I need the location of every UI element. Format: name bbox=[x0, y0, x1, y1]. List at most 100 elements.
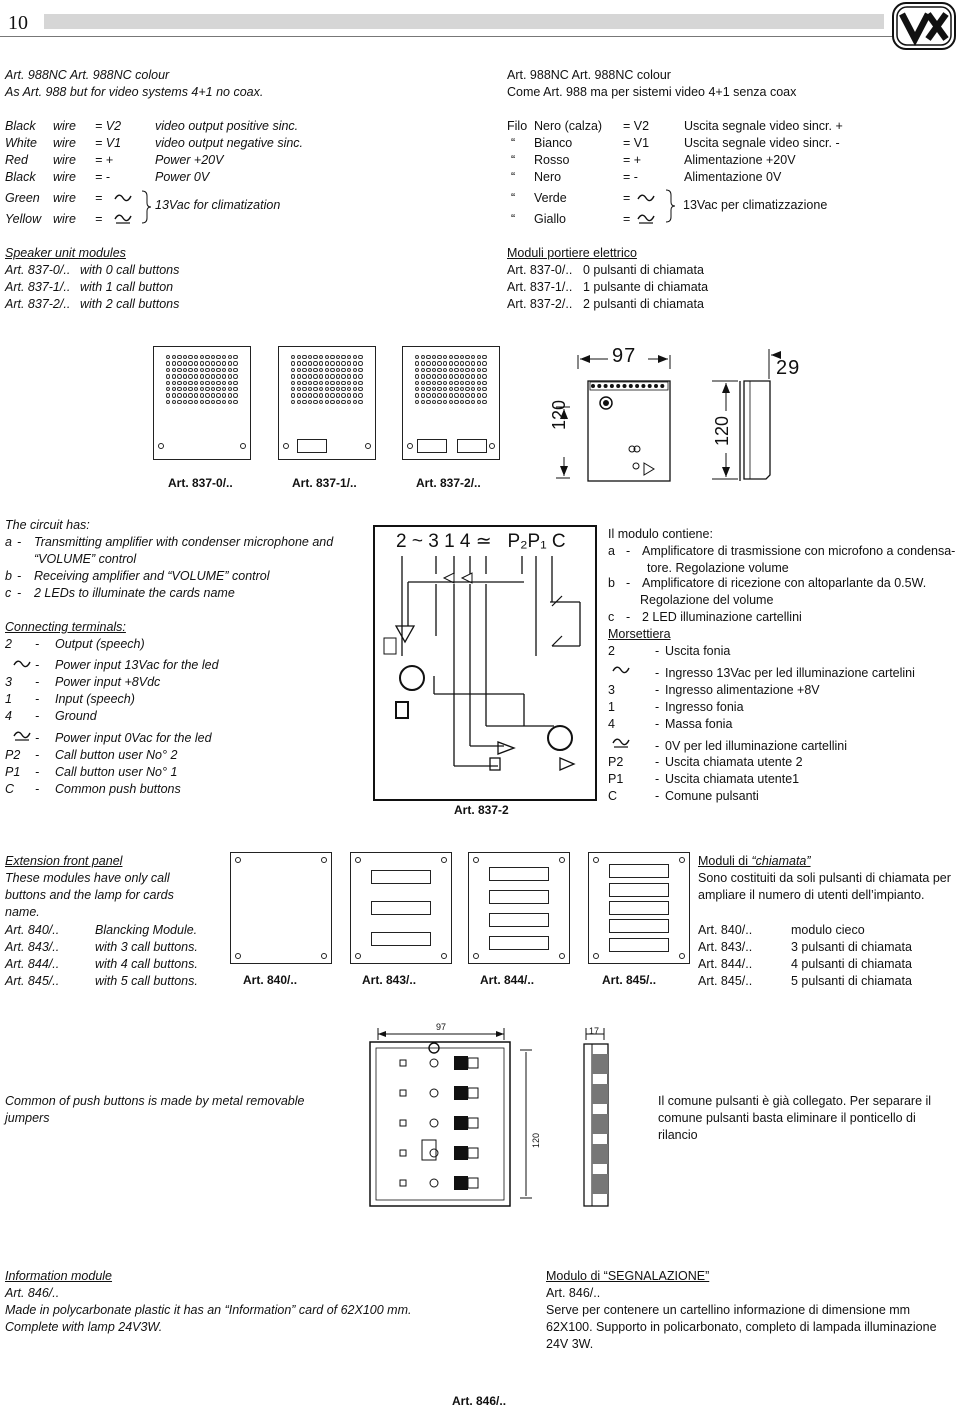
circuit-item: c-2 LEDs to illuminate the cards name bbox=[5, 585, 365, 602]
grille-hole bbox=[443, 367, 448, 373]
grille-hole bbox=[210, 399, 216, 405]
item-key: b bbox=[608, 576, 615, 590]
screw-hole bbox=[235, 857, 241, 863]
header-rule bbox=[0, 36, 893, 37]
terminal-row: 2-Uscita fonia bbox=[608, 643, 958, 660]
wire-desc: Power 0V bbox=[155, 170, 210, 184]
grille-hole bbox=[437, 387, 442, 392]
grille-hole bbox=[347, 367, 352, 373]
grille-hole bbox=[420, 355, 425, 360]
grille-hole bbox=[205, 355, 210, 360]
extension-row: Art. 844/..with 4 call buttons. bbox=[5, 956, 225, 973]
grille-hole bbox=[358, 387, 363, 392]
terminal-text: Power input 0Vac for the led bbox=[55, 731, 212, 745]
wire-color: Rosso bbox=[534, 153, 570, 167]
call-button bbox=[609, 937, 669, 952]
grille-hole bbox=[347, 361, 352, 366]
extension-art: Art. 844/.. bbox=[698, 957, 753, 971]
grille-hole bbox=[199, 374, 204, 379]
grille-hole bbox=[347, 380, 352, 385]
call-button bbox=[609, 864, 669, 879]
grille-hole bbox=[296, 374, 301, 379]
grille-hole bbox=[358, 399, 363, 405]
grille-hole bbox=[347, 387, 352, 392]
grille-hole bbox=[358, 374, 363, 379]
brand-logo bbox=[892, 2, 956, 50]
grille-hole bbox=[431, 361, 437, 366]
speaker-art: Art. 837-1/.. bbox=[5, 280, 71, 294]
grille-hole bbox=[347, 355, 352, 360]
module-837-1-drawing bbox=[278, 346, 376, 460]
terminal-dash: - bbox=[35, 692, 40, 706]
grille-hole bbox=[296, 387, 301, 392]
grille-hole bbox=[216, 374, 221, 379]
terminal-text: Uscita chiamata utente1 bbox=[665, 772, 800, 786]
grille-hole bbox=[182, 355, 188, 360]
grille-hole bbox=[330, 355, 335, 360]
wire-code: = bbox=[95, 212, 103, 226]
terminal-text: Call button user No° 2 bbox=[55, 748, 178, 762]
terminal-key: 2 bbox=[608, 644, 615, 658]
grille-hole bbox=[216, 399, 221, 405]
grille-hole bbox=[307, 374, 313, 379]
grille-hole bbox=[171, 374, 176, 379]
grille-hole bbox=[448, 374, 453, 379]
info-it-text: Serve per contenere un cartellino inform… bbox=[546, 1303, 937, 1351]
grille-hole bbox=[205, 380, 210, 385]
circuit-item: tore. Regolazione volume bbox=[647, 560, 960, 577]
grille-hole bbox=[177, 361, 182, 366]
screw-hole bbox=[355, 953, 361, 959]
ac-symbol-icon bbox=[637, 214, 655, 224]
grille-hole bbox=[341, 367, 346, 373]
grille-hole bbox=[177, 393, 182, 398]
grille-hole bbox=[182, 374, 188, 379]
extension-row: Art. 844/..4 pulsanti di chiamata bbox=[698, 956, 958, 973]
grille-hole bbox=[233, 361, 238, 366]
grille-hole bbox=[177, 355, 182, 360]
screw-hole bbox=[489, 443, 495, 449]
grille-hole bbox=[459, 399, 465, 405]
grille-hole bbox=[188, 361, 193, 366]
module-837-2-drawing bbox=[402, 346, 500, 460]
call-button bbox=[297, 439, 327, 453]
terminal-key: 3 bbox=[5, 675, 12, 689]
ac-symbol-icon bbox=[114, 214, 132, 224]
grille-hole bbox=[426, 393, 431, 398]
ditto-mark: “ bbox=[511, 170, 516, 184]
grille-hole bbox=[448, 380, 453, 385]
grille-hole bbox=[476, 374, 481, 379]
wire-row: “Verde= bbox=[507, 190, 927, 207]
wire-word: wire bbox=[53, 119, 76, 133]
grille-hole bbox=[222, 374, 227, 379]
ac-symbol-icon bbox=[13, 731, 31, 741]
call-button bbox=[609, 901, 669, 915]
grille-hole bbox=[482, 355, 487, 360]
grille-hole bbox=[352, 399, 357, 405]
circuit-it-terminals-title: Morsettiera bbox=[608, 627, 671, 641]
wire-color: White bbox=[5, 136, 37, 150]
grille-hole bbox=[199, 361, 204, 366]
wire-color: Nero (calza) bbox=[534, 119, 603, 133]
grille-hole bbox=[426, 374, 431, 379]
grille-hole bbox=[313, 361, 318, 366]
grille-hole bbox=[296, 361, 301, 366]
grille-hole bbox=[199, 367, 204, 373]
wire-color: Verde bbox=[534, 191, 567, 205]
grille-hole bbox=[448, 399, 453, 405]
grille-hole bbox=[352, 374, 357, 379]
grille-hole bbox=[465, 387, 470, 392]
call-button bbox=[457, 439, 487, 453]
item-dash: - bbox=[626, 610, 631, 624]
speaker-row: Art. 837-0/..with 0 call buttons bbox=[5, 262, 265, 279]
extension-desc: with 3 call buttons. bbox=[95, 940, 198, 954]
screw-hole bbox=[593, 857, 599, 863]
grille-hole bbox=[291, 399, 296, 405]
wire-color: Giallo bbox=[534, 212, 566, 226]
grille-hole bbox=[415, 380, 420, 385]
grille-hole bbox=[188, 399, 193, 405]
terminal-row: -0V per led illuminazione cartellini bbox=[608, 738, 958, 755]
terminal-row: P2-Call button user No° 2 bbox=[5, 747, 365, 764]
grille-hole bbox=[454, 393, 459, 398]
